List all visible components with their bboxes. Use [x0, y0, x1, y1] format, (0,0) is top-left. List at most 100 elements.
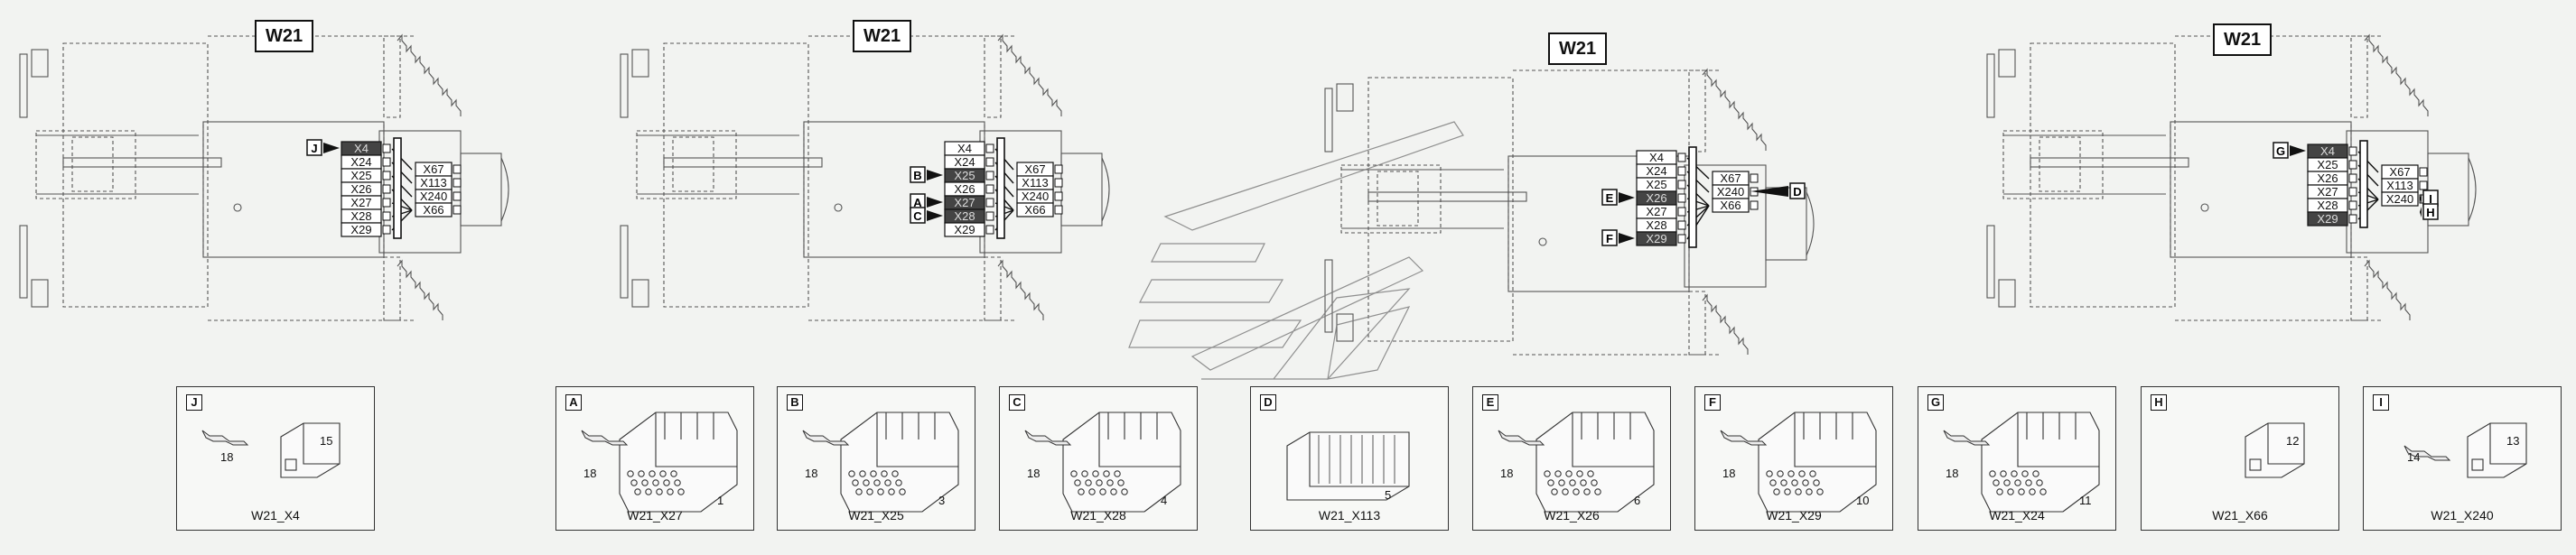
- right-stack-label: X66: [1720, 199, 1741, 212]
- left-stack-label: X29: [2317, 212, 2338, 226]
- connector-caption: W21_X25: [848, 508, 904, 523]
- connector-illustration: [1286, 431, 1410, 501]
- part-number: 14: [2407, 450, 2421, 464]
- part-number: 6: [1634, 494, 1641, 507]
- callout-arrow: [2420, 207, 2422, 217]
- right-stack-row: [1016, 202, 1054, 217]
- part-number: 18: [805, 467, 818, 480]
- watermark-logo: [1128, 121, 1464, 380]
- callout-letter: D: [1793, 185, 1801, 199]
- callout-letter: C: [913, 209, 922, 223]
- part-number: 11: [2079, 494, 2092, 507]
- right-stack-row: [415, 202, 453, 217]
- left-stack-label: X28: [350, 209, 371, 223]
- connector-illustration: [802, 412, 959, 513]
- part-number: 18: [583, 467, 597, 480]
- left-stack-label: X26: [350, 182, 371, 196]
- right-stack-row: [2381, 191, 2419, 207]
- right-stack-label: X113: [420, 176, 446, 190]
- left-stack-label: X25: [350, 169, 371, 182]
- connector-illustration: [1943, 412, 2100, 513]
- part-number: 18: [1500, 467, 1514, 480]
- left-stack-label: X4: [1649, 151, 1664, 164]
- callout-letter: E: [1606, 191, 1614, 205]
- callout-arrow: [1619, 192, 1635, 203]
- callout-arrow: [2420, 193, 2422, 204]
- callout-tag: [910, 166, 926, 183]
- callout-letter: J: [311, 142, 317, 155]
- connector-caption: W21_X240: [2431, 508, 2494, 523]
- callout-tag: [910, 207, 926, 224]
- connector-caption: W21_X27: [627, 508, 683, 523]
- callout-tag: [2422, 203, 2439, 220]
- panel-title: W21: [1548, 32, 1608, 65]
- connector-caption: W21_X24: [1989, 508, 2045, 523]
- connector-tag: B: [787, 394, 803, 411]
- callout-tag: [1601, 229, 1618, 246]
- left-stack-label: X27: [954, 196, 975, 209]
- connector-caption: W21_X26: [1544, 508, 1600, 523]
- left-stack-label: X4: [957, 142, 972, 155]
- right-stack-label: X67: [1720, 171, 1741, 185]
- connector-illustration: [2245, 422, 2305, 478]
- left-stack-label: X25: [1646, 178, 1666, 191]
- right-stack-row: [1712, 198, 1750, 213]
- right-stack-label: X240: [1717, 185, 1744, 199]
- right-stack-label: X66: [423, 203, 443, 217]
- connector-tag: E: [1482, 394, 1498, 411]
- part-number: 18: [220, 450, 234, 464]
- callout-arrow: [927, 210, 943, 221]
- left-stack-label: X27: [1646, 205, 1666, 218]
- connector-illustration: [2403, 422, 2527, 478]
- part-number: 18: [1027, 467, 1041, 480]
- part-number: 18: [1722, 467, 1736, 480]
- right-stack-label: X113: [1022, 176, 1048, 190]
- callout-tag: [1789, 182, 1806, 199]
- left-stack-row: [2307, 211, 2348, 227]
- left-stack-label: X28: [2317, 199, 2338, 212]
- part-number: 15: [320, 434, 333, 448]
- left-stack-label: X24: [954, 155, 975, 169]
- connector-tag: F: [1704, 394, 1721, 411]
- left-stack-label: X29: [1646, 232, 1666, 245]
- connector-caption: W21_X28: [1070, 508, 1126, 523]
- right-stack-label: X66: [1024, 203, 1045, 217]
- callout-letter: I: [2429, 192, 2432, 206]
- callout-arrow: [323, 143, 340, 153]
- connector-tag: I: [2373, 394, 2389, 411]
- left-stack-label: X26: [954, 182, 975, 196]
- panel-title: W21: [2213, 23, 2273, 56]
- connector-illustration: [201, 422, 341, 478]
- connector-illustration: [1498, 412, 1655, 513]
- callout-arrow: [927, 170, 943, 180]
- connector-tag: H: [2151, 394, 2167, 411]
- callout-tag: [1601, 189, 1618, 206]
- left-stack-row: [1636, 231, 1677, 246]
- callout-letter: B: [913, 169, 921, 182]
- callout-arrow: [2290, 145, 2306, 156]
- left-stack-row: [944, 222, 985, 237]
- part-number: 10: [1856, 494, 1870, 507]
- callout-tag: [306, 139, 322, 156]
- right-stack-label: X240: [420, 190, 447, 203]
- connector-caption: W21_X29: [1766, 508, 1822, 523]
- left-stack-label: X24: [1646, 164, 1666, 178]
- part-number: 18: [1946, 467, 1959, 480]
- right-stack-label: X113: [2386, 179, 2413, 192]
- part-number: 4: [1161, 494, 1168, 507]
- left-stack-label: X28: [954, 209, 975, 223]
- right-stack-label: X67: [1024, 162, 1045, 176]
- connector-tag: D: [1260, 394, 1276, 411]
- connector-tag: G: [1927, 394, 1944, 411]
- callout-letter: G: [2276, 144, 2285, 158]
- right-stack-label: X240: [2386, 192, 2413, 206]
